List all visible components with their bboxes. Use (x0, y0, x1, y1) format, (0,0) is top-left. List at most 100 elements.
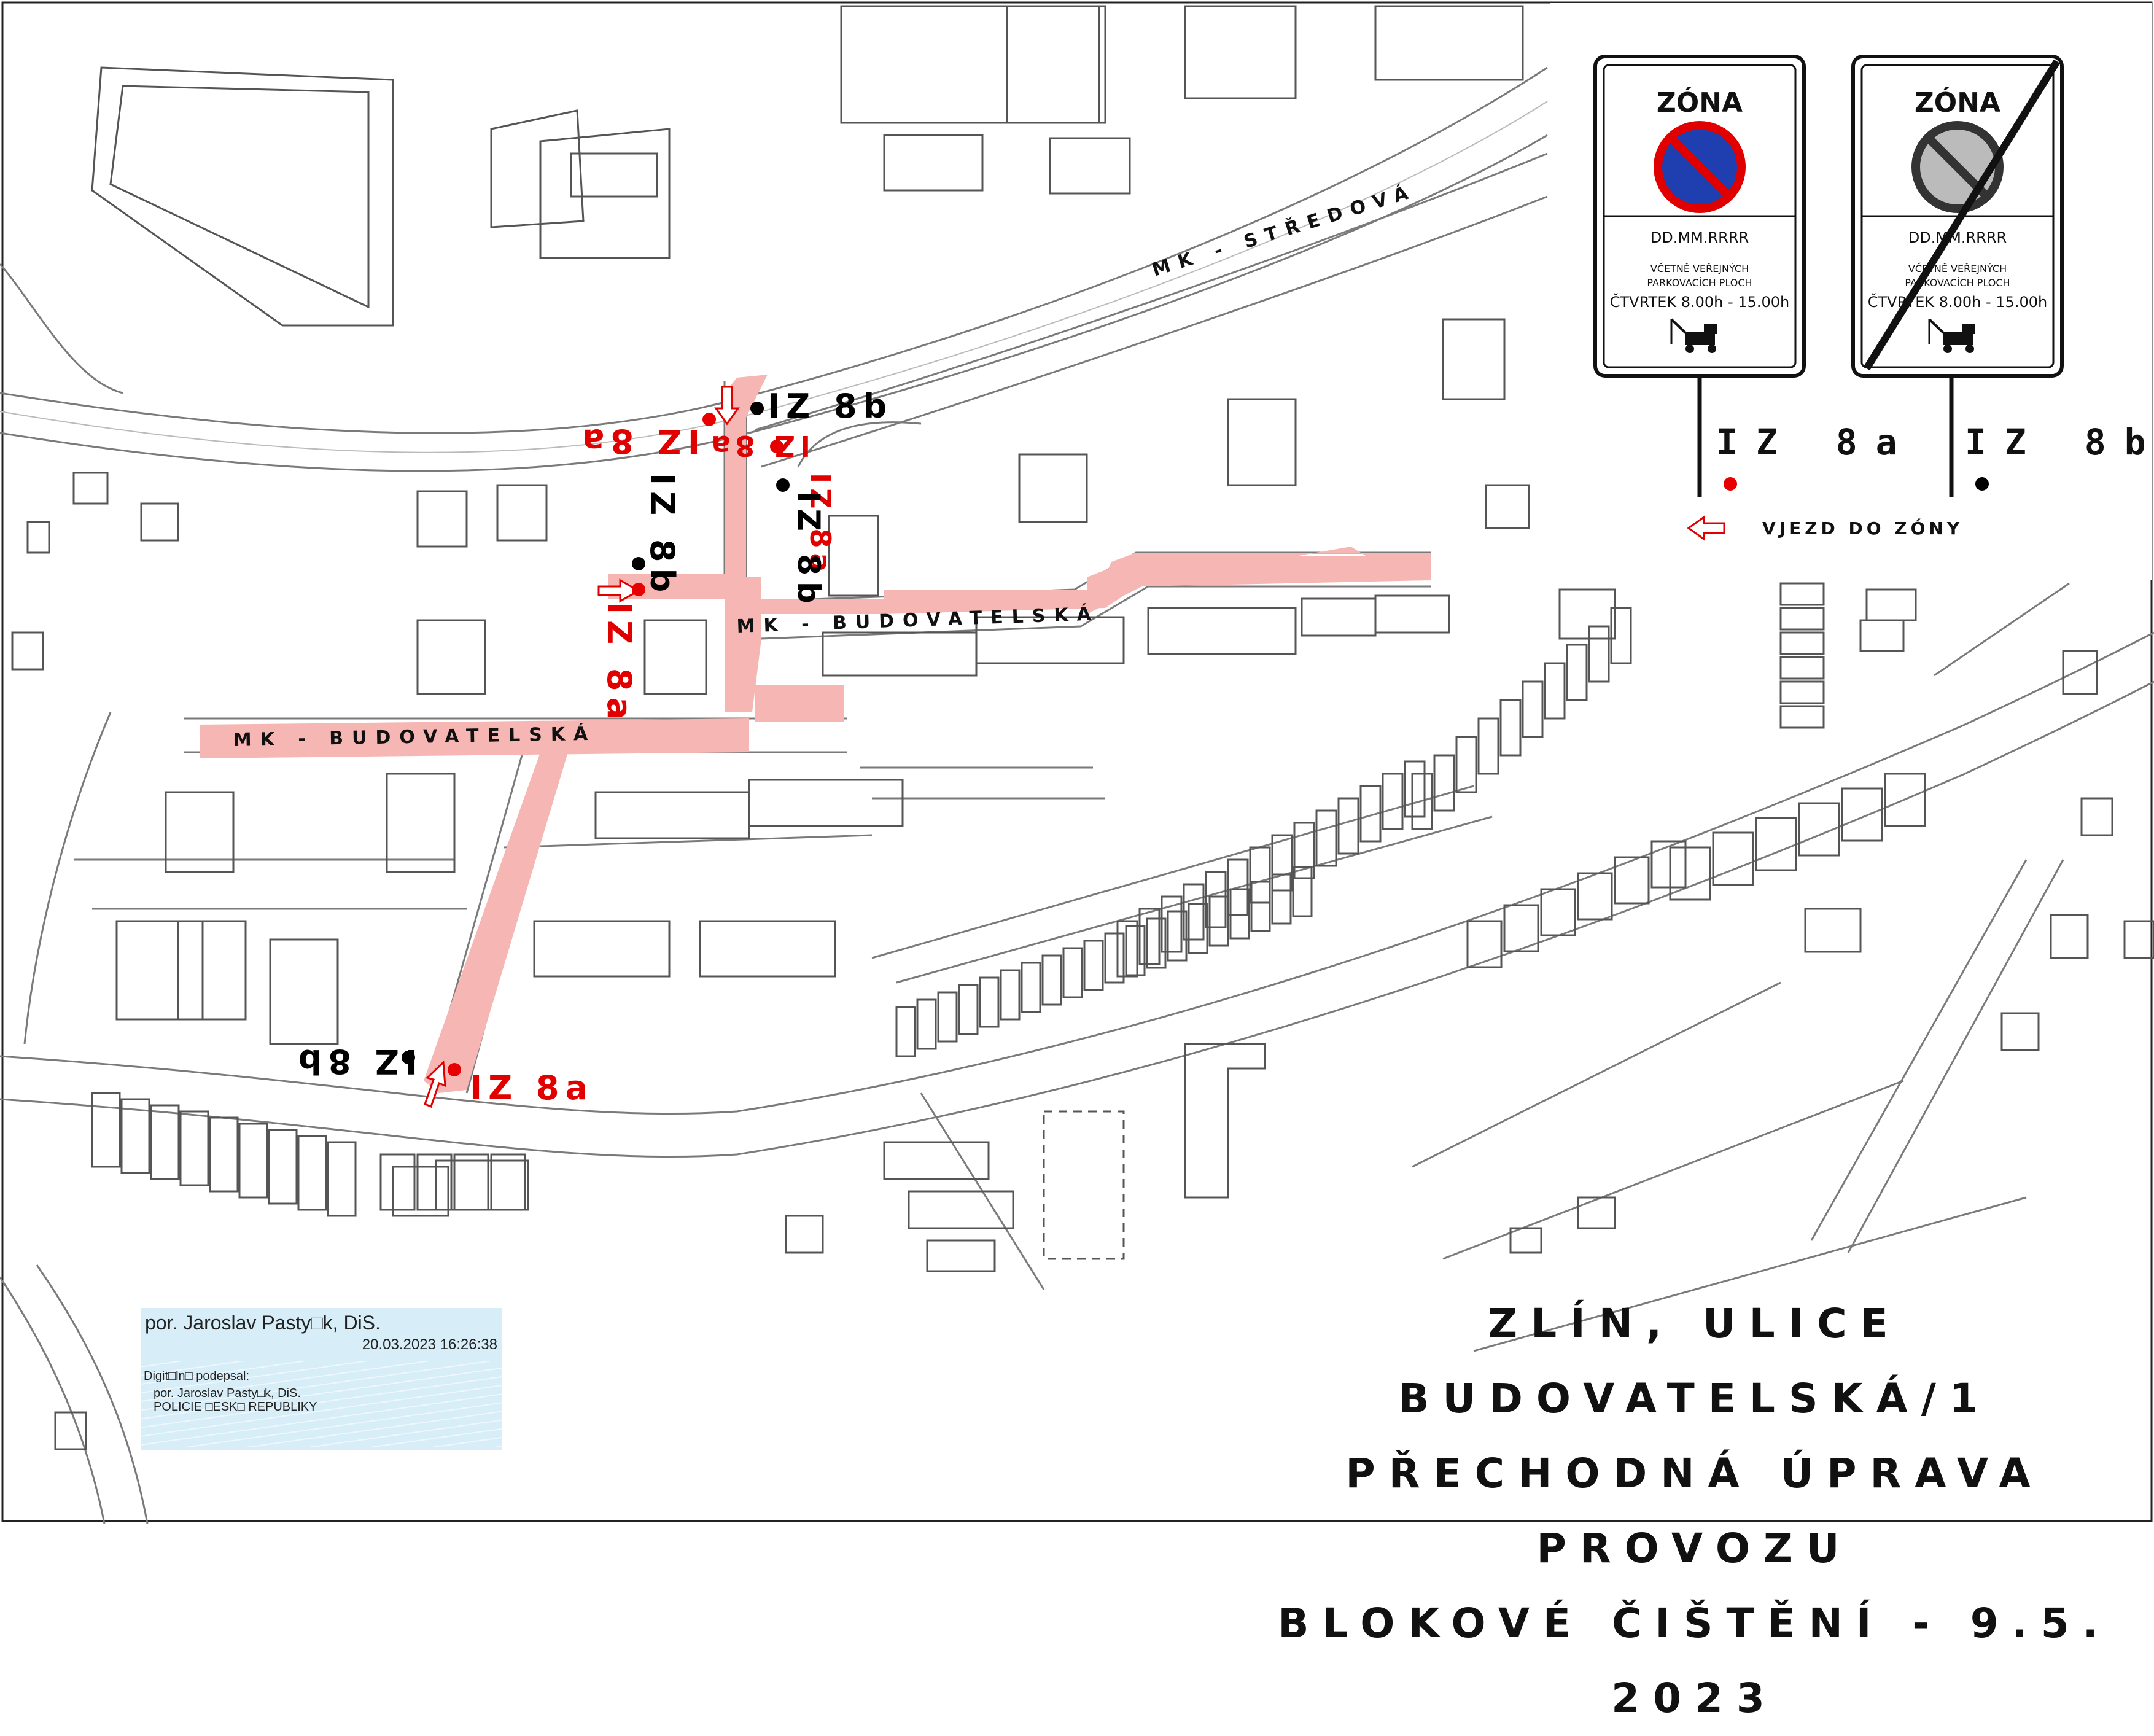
terraced-house (453, 1153, 489, 1211)
map-label-iz8b: IZ 8b (643, 473, 682, 598)
terraced-house (1610, 607, 1632, 664)
terraced-house (1000, 969, 1021, 1021)
sign-start-note2: PARKOVACÍCH PLOCH (1647, 277, 1752, 289)
terraced-house (1522, 680, 1544, 738)
terraced-house (1650, 840, 1687, 889)
terraced-house (1540, 888, 1576, 936)
entry-arrow-south (424, 1060, 446, 1108)
plan-title-line-1: ZLÍN, ULICE BUDOVATELSKÁ/1 (1398, 1300, 1991, 1422)
terraced-house (1271, 873, 1292, 925)
signature-line-2: por. Jaroslav Pasty□k, DiS. (154, 1387, 301, 1400)
sign-start-note1: VČETNĚ VEŘEJNÝCH (1650, 263, 1749, 274)
zone-entry-arrows (424, 386, 740, 1108)
terraced-house (1104, 932, 1125, 984)
terraced-house (1755, 817, 1797, 871)
legend-dot-red (1724, 477, 1737, 491)
terraced-house (1271, 834, 1293, 892)
terraced-house (179, 1110, 209, 1186)
terraced-house (1041, 954, 1062, 1006)
terraced-house (1466, 920, 1503, 968)
terraced-house (1577, 872, 1613, 921)
terraced-house (1779, 705, 1825, 729)
terraced-house (1337, 797, 1359, 855)
terraced-house (1382, 773, 1404, 830)
map-label-iz8a: IZ 8a (470, 1068, 594, 1107)
terraced-house (1669, 846, 1711, 901)
map-label-iz8b: IZ 8b (292, 1042, 418, 1081)
terraced-house (150, 1104, 180, 1180)
tow-truck-icon (1928, 318, 1975, 353)
terraced-house (1125, 925, 1146, 976)
terraced-house (1138, 908, 1161, 965)
terraced-house (1161, 895, 1183, 953)
signature-name: por. Jaroslav Pasty□k, DiS. (145, 1312, 381, 1334)
terraced-house (1205, 871, 1227, 928)
legend-dot-black (1975, 477, 1989, 491)
terraced-house (91, 1092, 121, 1168)
terraced-house (1798, 802, 1840, 857)
street-label-stredova: MK - STŘEDOVÁ (1149, 179, 1419, 281)
terraced-house (297, 1135, 327, 1211)
terraced-house (1359, 785, 1382, 843)
end-zone-cancel-stroke (1863, 59, 2061, 371)
terraced-house (416, 1153, 453, 1211)
terraced-house (1779, 656, 1825, 680)
terraced-house (1183, 883, 1205, 941)
terraced-house (1841, 787, 1883, 842)
terraced-house (1712, 831, 1754, 886)
legend-entry-arrow-icon (1687, 515, 1725, 541)
signature-watermark (141, 1361, 502, 1447)
terraced-house (1227, 858, 1249, 916)
terraced-house (379, 1153, 416, 1211)
terraced-house (1208, 895, 1229, 947)
zone-sign-start: ZÓNA DD.MM.RRRR VČETNĚ VEŘEJNÝCH PARKOVA… (1593, 55, 1806, 497)
map-label-iz8a: IZ 8a (804, 473, 837, 577)
terraced-house (1455, 736, 1477, 793)
terraced-house (1588, 625, 1610, 683)
signature-line-3: POLICIE □ESK□ REPUBLIKY (154, 1400, 317, 1414)
terraced-house (1404, 760, 1426, 818)
sign-start-time: ČTVRTEK 8.00h - 15.00h (1610, 292, 1789, 311)
plan-title-line-3: BLOKOVÉ ČIŠTĚNÍ - 9.5. 2023 (1278, 1600, 2112, 1722)
entry-arrow-west (597, 578, 641, 603)
terraced-house (916, 998, 937, 1050)
terraced-house (1292, 866, 1313, 917)
terraced-house (1116, 920, 1138, 978)
terraced-house (1188, 903, 1208, 954)
terraced-house (1614, 856, 1650, 905)
terraced-house (238, 1123, 268, 1199)
zone-sign-end: ZÓNA DD.MM.RRRR VČETNĚ VEŘEJNÝCH PARKOVA… (1851, 55, 2064, 497)
terraced-house (490, 1153, 526, 1211)
terraced-house (1229, 888, 1250, 940)
marker-dot-black (402, 1051, 415, 1064)
sign-start-title: ZÓNA (1657, 86, 1743, 119)
marker-dot-red (770, 440, 783, 453)
signature-timestamp: 20.03.2023 16:26:38 (362, 1336, 497, 1353)
marker-dot-red (632, 583, 645, 596)
terraced-house (1315, 809, 1337, 867)
terraced-house (1411, 773, 1433, 830)
terraced-house (1021, 962, 1041, 1013)
map-frame (1, 1, 2153, 1522)
terraced-house (1083, 940, 1104, 991)
terraced-house (1779, 631, 1825, 655)
sign-end-time: ČTVRTEK 8.00h - 15.00h (1868, 292, 2047, 311)
sign-start-code: IZ 8a (1716, 421, 1916, 463)
terraced-house (1779, 582, 1825, 606)
sign-end-code: IZ 8b (1965, 421, 2154, 463)
plan-title-line-2: PŘECHODNÁ ÚPRAVA PROVOZU (1345, 1450, 2044, 1572)
terraced-house (120, 1098, 150, 1174)
terraced-house (1503, 904, 1539, 952)
entry-arrow-north (714, 386, 740, 426)
terraced-house (1884, 773, 1926, 827)
terraced-house (1544, 662, 1566, 720)
map-label-iz8b: IZ 8b (768, 387, 893, 426)
map-label-iz8a: IZ 8a (600, 602, 639, 726)
terraced-house (1062, 947, 1083, 998)
terraced-house (895, 1006, 916, 1057)
marker-dot-black (632, 557, 645, 570)
terraced-house (1566, 644, 1588, 701)
terraced-house (958, 984, 979, 1035)
terraced-house (268, 1129, 298, 1205)
map-label-iz8b: IZ 8b (791, 491, 826, 610)
